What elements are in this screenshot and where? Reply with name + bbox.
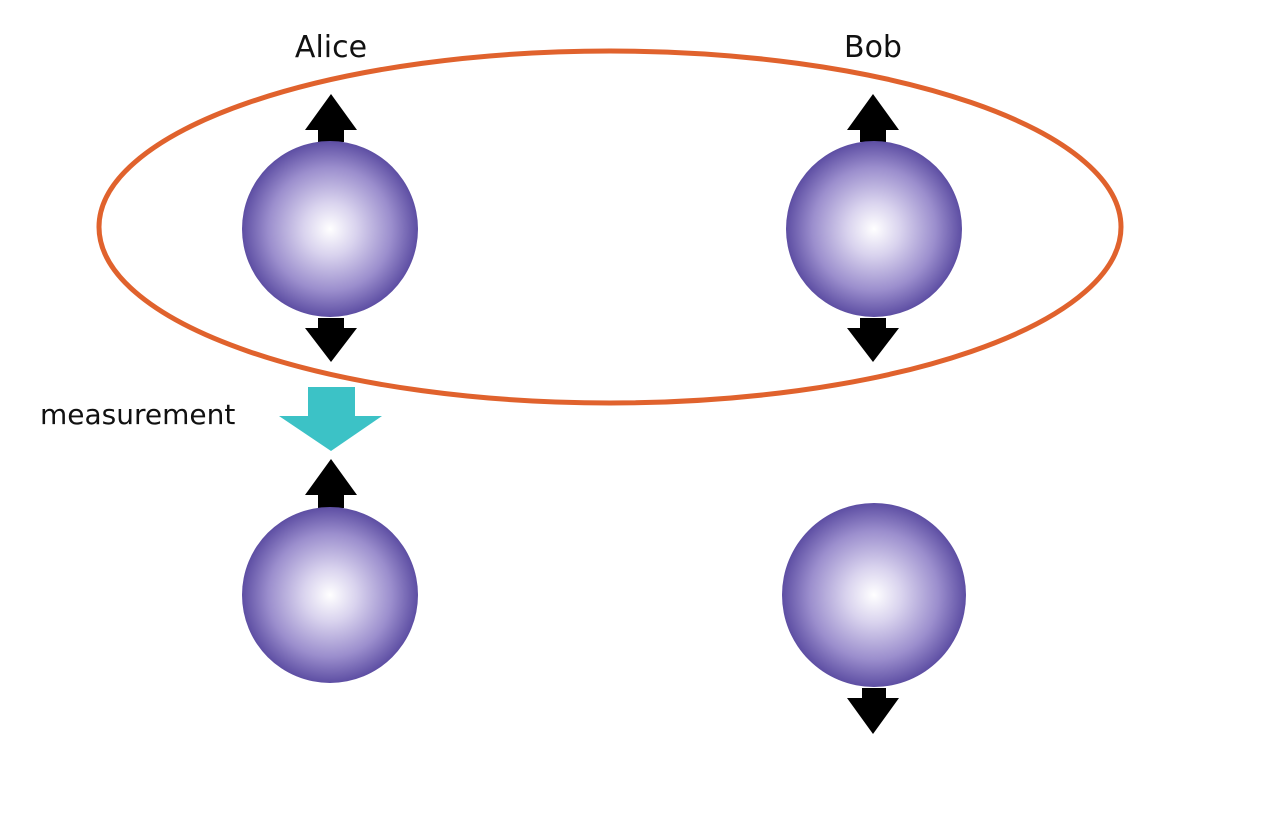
bob-particle-entangled <box>786 141 962 317</box>
bob-particle-measured <box>782 503 966 687</box>
measurement-arrow-icon <box>279 387 382 451</box>
arrow-up-icon <box>305 459 357 508</box>
alice-particle-entangled <box>242 141 418 317</box>
arrow-down-icon <box>305 318 357 362</box>
alice-spin-up-arrow-top <box>305 94 357 142</box>
measurement-label: measurement <box>40 398 235 431</box>
arrow-down-icon <box>847 318 899 362</box>
alice-spin-down-arrow <box>305 318 357 362</box>
bob-spin-down-arrow <box>847 318 899 362</box>
bob-spin-up-arrow-top <box>847 94 899 142</box>
bob-label: Bob <box>844 30 902 65</box>
entanglement-ellipse <box>96 48 1124 406</box>
alice-particle-measured <box>242 507 418 683</box>
alice-label: Alice <box>295 30 367 65</box>
arrow-up-icon <box>305 94 357 142</box>
alice-spin-up-arrow-after <box>305 459 357 508</box>
bob-spin-down-arrow-after <box>847 688 899 734</box>
arrow-up-icon <box>847 94 899 142</box>
arrow-down-icon <box>847 688 899 734</box>
